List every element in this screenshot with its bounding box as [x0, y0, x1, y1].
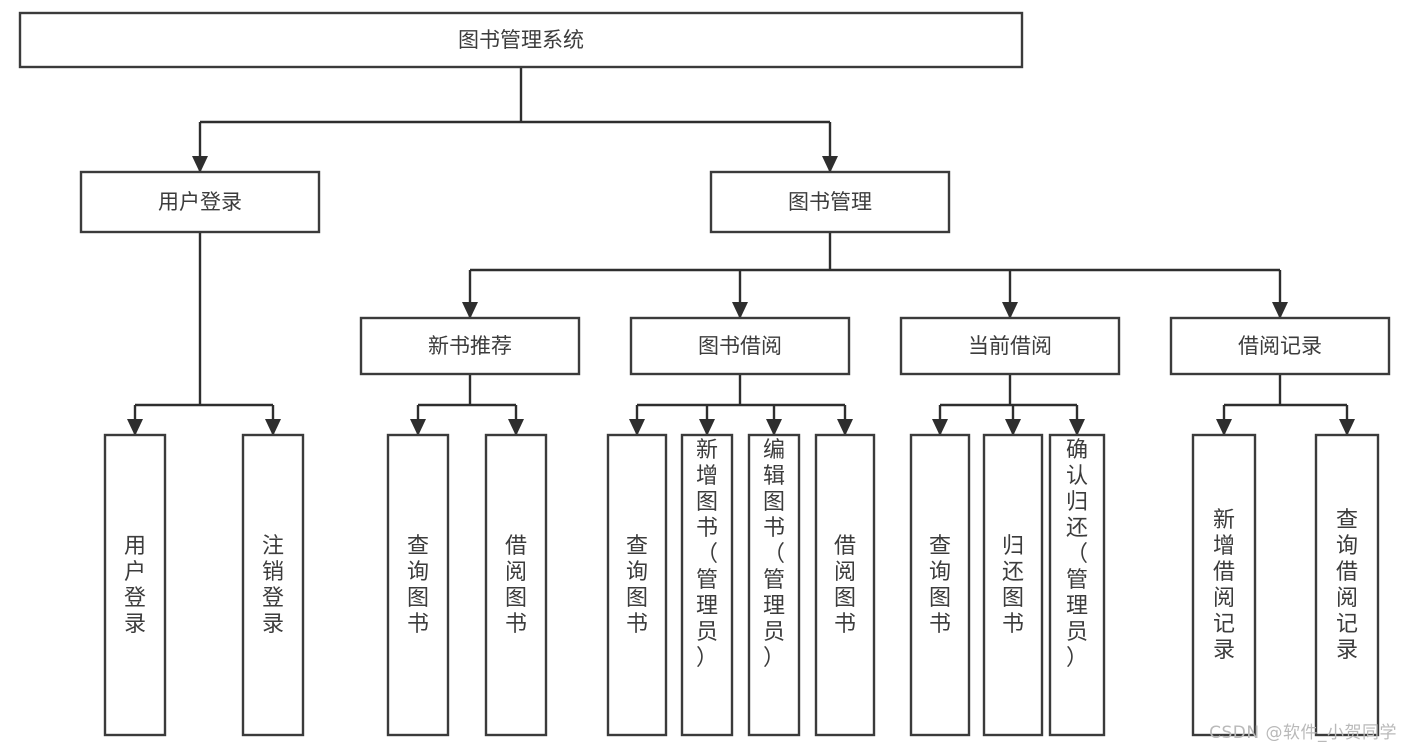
connector-root-to-level1: [192, 67, 838, 173]
arrow-head-icon: [837, 419, 853, 436]
arrow-head-icon: [1002, 302, 1018, 319]
node-label: 注销登录: [262, 534, 284, 637]
node-label: 确认归还（管理员）: [1066, 438, 1088, 671]
connector-new-book-rec-to-leaves: [410, 374, 524, 436]
connector-user-login-to-leaves: [127, 232, 281, 436]
node-leaf-query-book-current[interactable]: 查询图书: [909, 433, 971, 737]
node-book-borrow[interactable]: 图书借阅: [629, 316, 851, 376]
arrow-head-icon: [732, 302, 748, 319]
arrow-head-icon: [1216, 419, 1232, 436]
connector-book-manage-to-level2: [462, 232, 1288, 319]
arrow-head-icon: [508, 419, 524, 436]
node-label: 查询图书: [626, 534, 648, 637]
node-label: 新增图书（管理员）: [696, 438, 718, 671]
node-label: 图书借阅: [698, 334, 782, 358]
node-label: 归还图书: [1002, 534, 1024, 637]
node-leaf-confirm-return[interactable]: 确认归还（管理员）: [1048, 433, 1106, 737]
node-label: 新增借阅记录: [1213, 508, 1235, 663]
node-label: 用户登录: [158, 190, 242, 214]
node-label: 借阅图书: [505, 534, 527, 637]
node-leaf-return-book[interactable]: 归还图书: [982, 433, 1044, 737]
node-label: 查询图书: [407, 534, 429, 637]
node-leaf-logout[interactable]: 注销登录: [241, 433, 305, 737]
arrow-head-icon: [766, 419, 782, 436]
node-book-manage[interactable]: 图书管理: [709, 170, 951, 234]
node-label: 当前借阅: [968, 334, 1052, 358]
arrow-head-icon: [462, 302, 478, 319]
node-current-borrow[interactable]: 当前借阅: [899, 316, 1121, 376]
node-leaf-user-login[interactable]: 用户登录: [103, 433, 167, 737]
node-label: 图书管理: [788, 190, 872, 214]
connector-layer: [127, 67, 1355, 436]
node-leaf-add-book[interactable]: 新增图书（管理员）: [680, 433, 734, 737]
node-leaf-add-record[interactable]: 新增借阅记录: [1191, 433, 1257, 737]
arrow-head-icon: [932, 419, 948, 436]
arrow-head-icon: [1069, 419, 1085, 436]
node-label: 新书推荐: [428, 334, 512, 358]
node-leaf-borrow-book[interactable]: 借阅图书: [814, 433, 876, 737]
watermark-text: CSDN @软件_小贺同学: [1209, 723, 1397, 743]
arrow-head-icon: [265, 419, 281, 436]
node-borrow-record[interactable]: 借阅记录: [1169, 316, 1391, 376]
node-leaf-query-book-borrow[interactable]: 查询图书: [606, 433, 668, 737]
arrow-head-icon: [1272, 302, 1288, 319]
node-label: 借阅记录: [1238, 334, 1322, 358]
arrow-head-icon: [699, 419, 715, 436]
node-root-图书管理系统[interactable]: 图书管理系统: [18, 11, 1024, 69]
node-leaf-query-book-rec[interactable]: 查询图书: [386, 433, 450, 737]
connector-book-borrow-to-leaves: [629, 374, 853, 436]
arrow-head-icon: [410, 419, 426, 436]
node-label: 查询图书: [929, 534, 951, 637]
arrow-head-icon: [629, 419, 645, 436]
connector-current-borrow-to-leaves: [932, 374, 1085, 436]
node-label: 查询借阅记录: [1336, 508, 1358, 663]
arrow-head-icon: [127, 419, 143, 436]
node-leaf-borrow-book-rec[interactable]: 借阅图书: [484, 433, 548, 737]
arrow-head-icon: [1005, 419, 1021, 436]
node-leaf-edit-book[interactable]: 编辑图书（管理员）: [747, 433, 801, 737]
node-label: 编辑图书（管理员）: [763, 438, 785, 671]
node-label: 图书管理系统: [458, 28, 584, 52]
node-user-login[interactable]: 用户登录: [79, 170, 321, 234]
node-new-book-rec[interactable]: 新书推荐: [359, 316, 581, 376]
connector-borrow-record-to-leaves: [1216, 374, 1355, 436]
node-layer: 图书管理系统用户登录图书管理新书推荐图书借阅当前借阅借阅记录用户登录注销登录查询…: [18, 11, 1391, 737]
arrow-head-icon: [1339, 419, 1355, 436]
node-leaf-query-record[interactable]: 查询借阅记录: [1314, 433, 1380, 737]
node-label: 借阅图书: [834, 534, 856, 637]
arrow-head-icon: [822, 156, 838, 173]
node-label: 用户登录: [124, 534, 146, 637]
arrow-head-icon: [192, 156, 208, 173]
